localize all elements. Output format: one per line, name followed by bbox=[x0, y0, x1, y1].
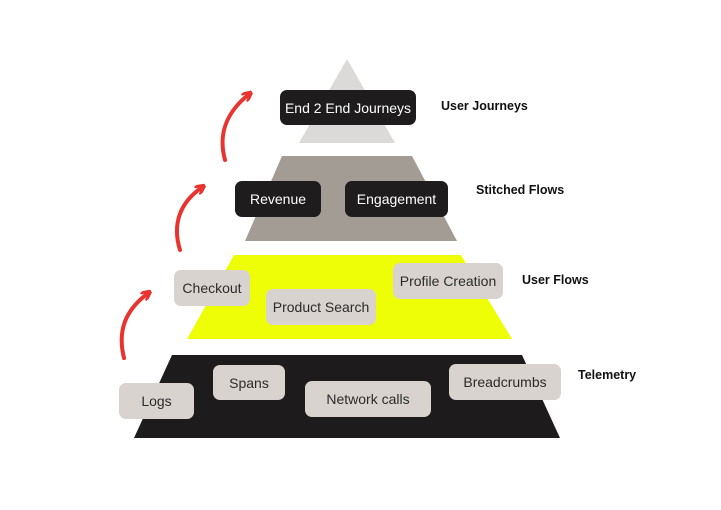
breadcrumbs-chip: Breadcrumbs bbox=[449, 364, 561, 400]
tier-label-user-journeys: User Journeys bbox=[441, 99, 528, 113]
end-to-end-journeys-chip: End 2 End Journeys bbox=[280, 90, 416, 125]
growth-arrow-1 bbox=[119, 294, 147, 360]
profile-creation-chip: Profile Creation bbox=[393, 263, 503, 299]
engagement-chip: Engagement bbox=[345, 181, 448, 217]
network-calls-chip: Network calls bbox=[305, 381, 431, 417]
growth-arrow-3 bbox=[220, 95, 248, 162]
checkout-chip: Checkout bbox=[174, 270, 250, 306]
spans-chip: Spans bbox=[213, 365, 285, 400]
revenue-chip: Revenue bbox=[235, 181, 321, 217]
tier-label-user-flows: User Flows bbox=[522, 273, 589, 287]
logs-chip: Logs bbox=[119, 383, 194, 419]
tier-label-stitched-flows: Stitched Flows bbox=[476, 183, 565, 197]
tier-label-telemetry: Telemetry bbox=[578, 368, 637, 382]
product-search-chip: Product Search bbox=[266, 289, 376, 325]
growth-arrow-2 bbox=[175, 188, 201, 252]
